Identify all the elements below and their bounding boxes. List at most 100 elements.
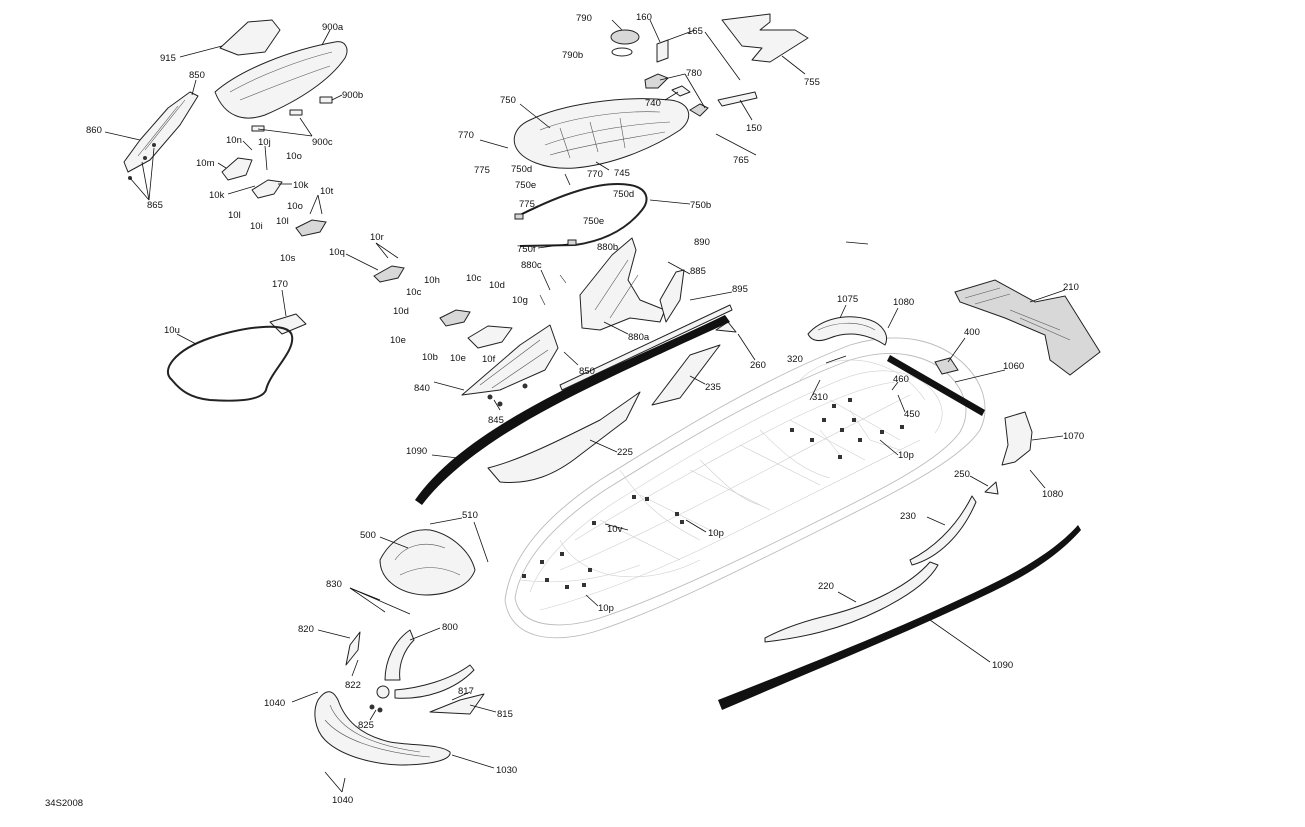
callout-755: 755 [804, 77, 820, 88]
callout-250: 250 [954, 469, 970, 480]
callout-10h: 10h [424, 275, 440, 286]
part-1075 [807, 316, 887, 346]
hull-clips [522, 398, 904, 589]
part-880a [579, 237, 666, 331]
callout-750: 750 [500, 95, 516, 106]
callout-900a: 900a [322, 22, 344, 33]
callout-225: 225 [617, 447, 633, 458]
callout-740: 740 [645, 98, 661, 109]
callout-860: 860 [86, 125, 102, 136]
callout-895: 895 [732, 284, 748, 295]
part-150 [717, 91, 758, 107]
hull-wireframe [504, 337, 986, 639]
callout-10i: 10i [250, 221, 263, 232]
callout-260: 260 [750, 360, 766, 371]
part-400 [934, 357, 959, 375]
callout-500: 500 [360, 530, 376, 541]
part-815 [429, 693, 485, 715]
callout-880c: 880c [521, 260, 542, 271]
callout-830: 830 [326, 579, 342, 590]
callout-10t: 10t [320, 186, 334, 197]
part-845 [487, 383, 528, 407]
part-210 [954, 279, 1101, 376]
part-10s [295, 219, 327, 237]
callout-765: 765 [733, 155, 749, 166]
part-250 [984, 481, 999, 495]
callout-10o: 10o [286, 151, 302, 162]
callout-817: 817 [458, 686, 474, 697]
callout-880b: 880b [597, 242, 618, 253]
callout-1090: 1090 [992, 660, 1013, 671]
part-230 [909, 495, 977, 566]
callout-10e: 10e [390, 335, 406, 346]
callout-10f: 10f [482, 354, 496, 365]
callout-750f: 750f [517, 244, 536, 255]
callout-750e: 750e [515, 180, 536, 191]
part-1030 [314, 691, 451, 766]
callout-10l: 10l [228, 210, 241, 221]
callout-310: 310 [812, 392, 828, 403]
part-1070 [1001, 411, 1033, 466]
callout-400: 400 [964, 327, 980, 338]
callout-915: 915 [160, 53, 176, 64]
callout-10c: 10c [406, 287, 422, 298]
callout-10v: 10v [607, 524, 623, 535]
part-500 [379, 529, 476, 596]
callout-820: 820 [298, 624, 314, 635]
callout-1030: 1030 [496, 765, 517, 776]
callout-770: 770 [458, 130, 474, 141]
callout-10s: 10s [280, 253, 296, 264]
part-880c [539, 274, 567, 306]
callout-885: 885 [690, 266, 706, 277]
callout-10k: 10k [209, 190, 225, 201]
part-915 [219, 19, 281, 56]
leader-lines [104, 19, 1066, 793]
callout-1070: 1070 [1063, 431, 1084, 442]
part-750b [519, 183, 648, 247]
callout-10m: 10m [196, 158, 215, 169]
part-775 [514, 213, 524, 220]
part-10f [467, 325, 513, 349]
callout-745: 745 [614, 168, 630, 179]
part-900c-b [289, 109, 303, 116]
callout-10o: 10o [287, 201, 303, 212]
part-10q [373, 265, 405, 283]
callout-10c: 10c [466, 273, 482, 284]
callout-10l: 10l [276, 216, 289, 227]
callout-10e: 10e [450, 353, 466, 364]
callout-1040: 1040 [264, 698, 285, 709]
part-740 [671, 85, 691, 97]
callout-1080: 1080 [1042, 489, 1063, 500]
callout-775: 775 [474, 165, 490, 176]
callout-labels: 915 900a 850 900b 860 900c 10n 10j 10o 1… [86, 12, 1084, 806]
callout-10u: 10u [164, 325, 180, 336]
callout-1040: 1040 [332, 795, 353, 806]
part-825 [369, 704, 383, 713]
callout-1080: 1080 [893, 297, 914, 308]
part-160 [656, 39, 669, 63]
part-790 [610, 29, 640, 45]
part-10u [166, 325, 294, 402]
callout-320: 320 [787, 354, 803, 365]
part-895 [559, 304, 733, 391]
part-10k [251, 179, 283, 199]
callout-880a: 880a [628, 332, 650, 343]
part-840 [461, 324, 559, 396]
callout-510: 510 [462, 510, 478, 521]
part-780 [644, 73, 669, 89]
callout-790b: 790b [562, 50, 583, 61]
callout-900b: 900b [342, 90, 363, 101]
callout-230: 230 [900, 511, 916, 522]
callout-450: 450 [904, 409, 920, 420]
part-885 [659, 269, 685, 323]
part-260 [715, 321, 737, 333]
callout-790: 790 [576, 13, 592, 24]
part-1090-upper [415, 315, 730, 505]
part-225 [487, 391, 641, 484]
callout-775: 775 [519, 199, 535, 210]
part-750f [567, 239, 577, 246]
part-170 [269, 313, 307, 335]
callout-10g: 10g [512, 295, 528, 306]
part-765 [689, 103, 709, 117]
part-750 [513, 98, 690, 169]
